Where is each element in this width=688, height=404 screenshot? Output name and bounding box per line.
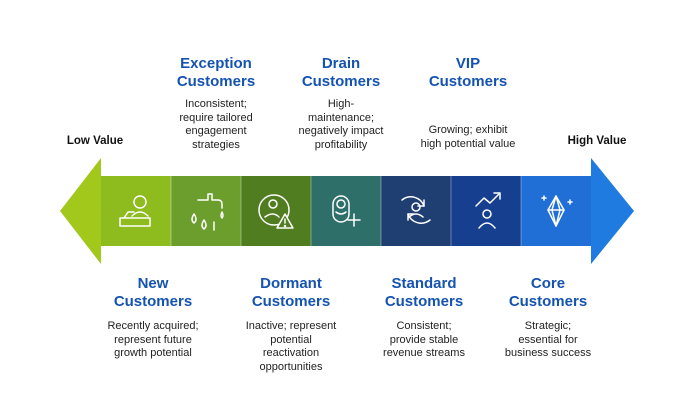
faucet-drip-icon <box>191 193 224 231</box>
vip-customers-block: VIP Customers <box>403 55 533 91</box>
low-value-arrowhead <box>60 158 101 264</box>
drain-customers-block: Drain Customers <box>276 55 406 91</box>
segment-drain <box>311 176 381 246</box>
drain-customers-desc: High- maintenance; negatively impact pro… <box>298 98 384 151</box>
person-refresh-icon <box>401 196 431 224</box>
segment-dormant <box>241 176 311 246</box>
standard-customers-block: Standard Customers <box>359 275 489 311</box>
low-value-label: Low Value <box>66 135 124 147</box>
core-customers-title: Core Customers <box>508 275 588 310</box>
exception-customers-title: Exception Customers <box>176 55 256 90</box>
new-customers-title: New Customers <box>113 275 193 310</box>
new-customers-block: New Customers <box>88 275 218 311</box>
high-value-label: High Value <box>567 135 627 147</box>
dormant-customers-desc: Inactive; represent potential reactivati… <box>245 320 337 373</box>
segment-new <box>101 176 171 246</box>
exception-customers-desc: Inconsistent; require tailored engagemen… <box>179 98 253 151</box>
person-at-desk-icon <box>119 195 151 227</box>
vip-customers-title: VIP Customers <box>428 55 508 90</box>
diamond-sparkle-icon <box>541 195 573 227</box>
person-growth-icon <box>475 192 501 229</box>
high-value-arrowhead <box>591 158 634 264</box>
dormant-customers-block: Dormant Customers <box>226 275 356 311</box>
dormant-customers-title: Dormant Customers <box>251 275 331 310</box>
core-customers-block: Core Customers <box>483 275 613 311</box>
person-warning-icon <box>258 194 294 229</box>
standard-customers-title: Standard Customers <box>384 275 464 310</box>
drain-customers-title: Drain Customers <box>301 55 381 90</box>
segment-core <box>521 176 591 246</box>
segment-exception <box>171 176 241 246</box>
standard-customers-desc: Consistent; provide stable revenue strea… <box>383 320 465 359</box>
vip-customers-desc: Growing; exhibit high potential value <box>420 124 516 150</box>
new-customers-desc: Recently acquired; represent future grow… <box>107 320 199 359</box>
exception-customers-block: Exception Customers <box>151 55 281 91</box>
baby-plus-icon <box>332 195 361 227</box>
segment-vip <box>451 176 521 246</box>
core-customers-desc: Strategic; essential for business succes… <box>504 320 592 359</box>
